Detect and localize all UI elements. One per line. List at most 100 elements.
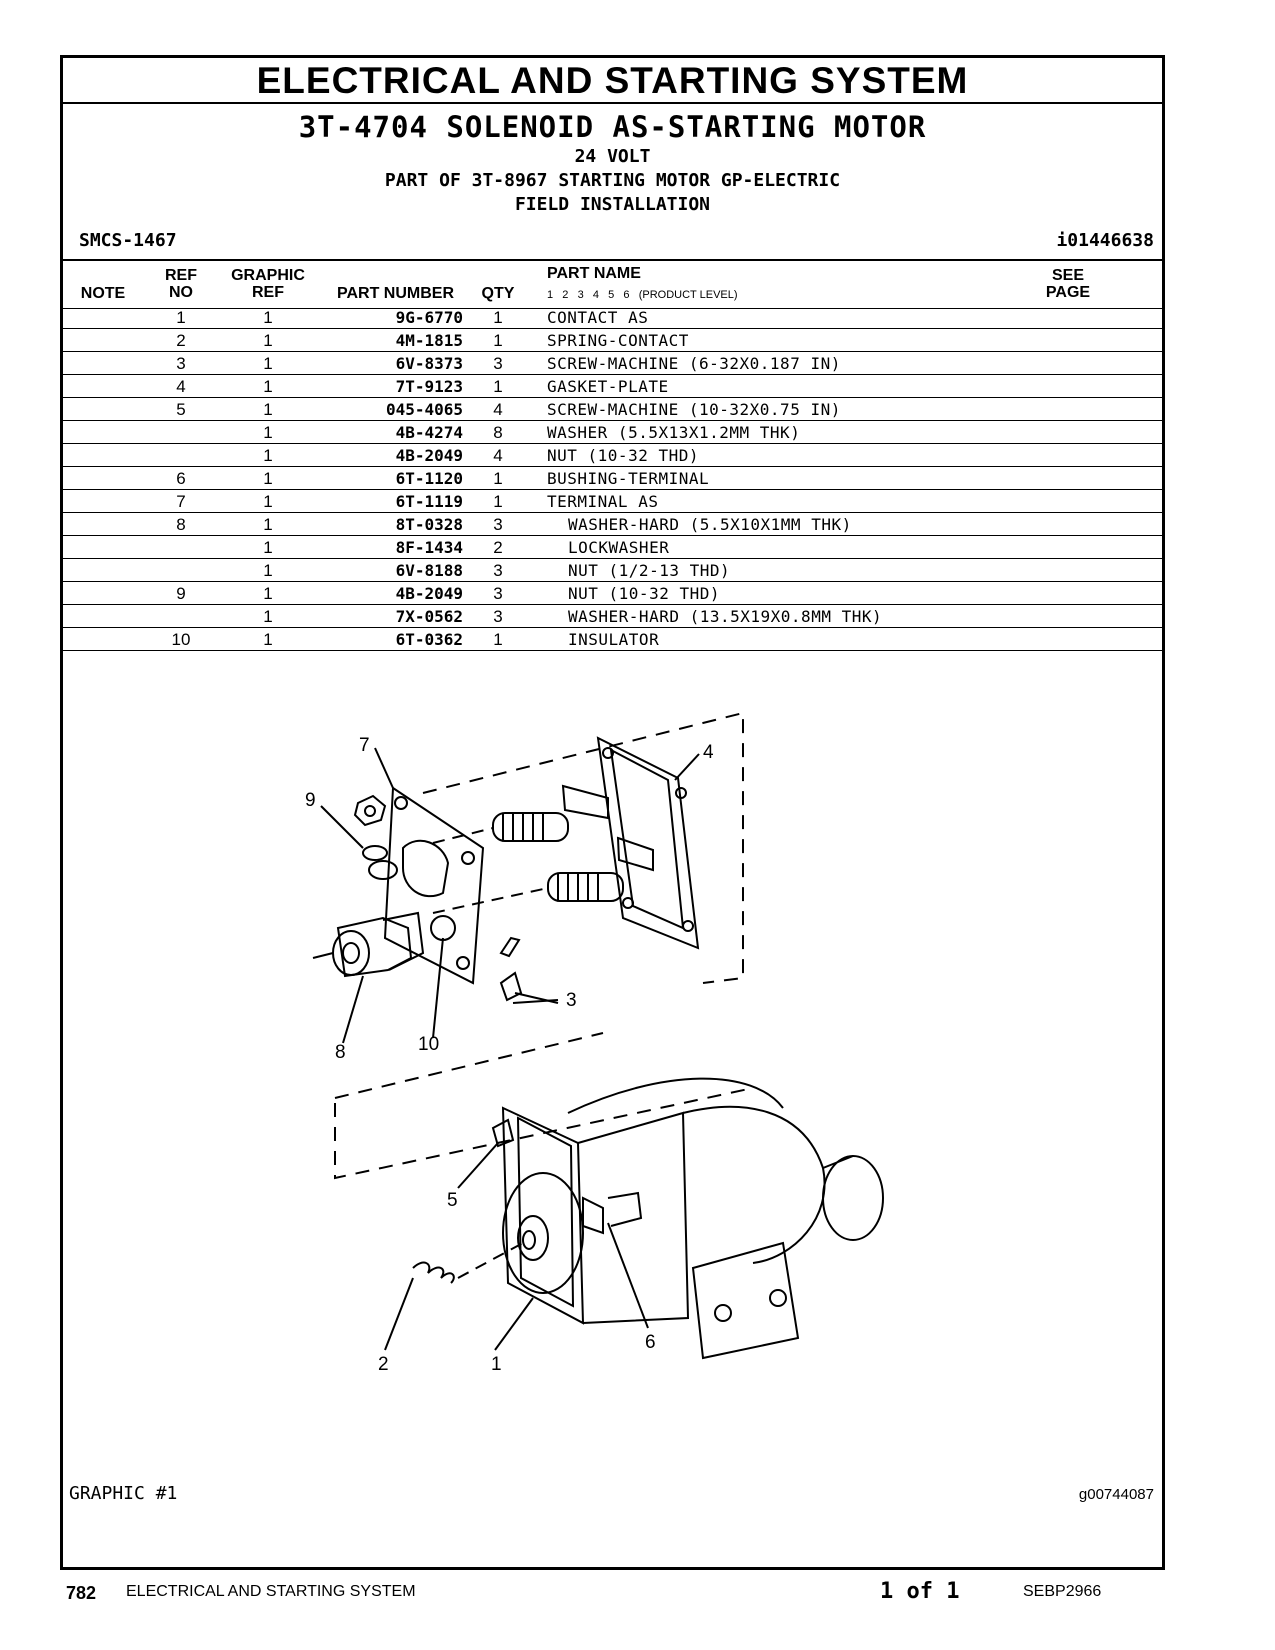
solenoid-body-part xyxy=(501,1077,884,1360)
part-name-cell: LOCKWASHER xyxy=(568,538,670,557)
assembly-guide-line xyxy=(334,1087,754,1180)
part-name-cell: SCREW-MACHINE (10-32X0.75 IN) xyxy=(547,400,841,419)
part-number-cell: 045-4065 xyxy=(385,400,463,419)
screw-part xyxy=(499,936,559,1004)
table-header: NOTE REF NO GRAPHIC REF PART NUMBER QTY … xyxy=(63,259,1162,309)
screw-part xyxy=(491,1118,515,1148)
terminal-plate-part xyxy=(383,786,485,985)
graphic-ref-cell: 1 xyxy=(263,492,273,511)
table-row: 4 1 7T-9123 1 GASKET-PLATE xyxy=(63,375,1162,398)
part-name-cell: TERMINAL AS xyxy=(547,492,659,511)
callout-label: 9 xyxy=(305,790,316,811)
page-number: 782 xyxy=(66,1583,97,1603)
ref-no-cell: 5 xyxy=(176,400,186,419)
part-number-cell: 6T-1119 xyxy=(395,492,463,511)
part-name-cell: CONTACT AS xyxy=(547,308,649,327)
qty-cell: 1 xyxy=(493,331,503,350)
col-graphic-ref-1: GRAPHIC xyxy=(231,267,305,284)
col-ref-no-2: NO xyxy=(169,284,193,301)
graphic-ref-cell: 1 xyxy=(263,584,273,603)
part-number-cell: 6T-0362 xyxy=(395,630,463,649)
graphic-label: GRAPHIC #1 xyxy=(69,1483,178,1504)
part-number-cell: 6V-8373 xyxy=(395,354,463,373)
part-name-cell: GASKET-PLATE xyxy=(547,377,669,396)
part-name-cell: SPRING-CONTACT xyxy=(547,331,689,350)
footer-section: ELECTRICAL AND STARTING SYSTEM xyxy=(126,1583,416,1600)
qty-cell: 4 xyxy=(493,400,503,419)
col-graphic-ref-2: REF xyxy=(252,284,284,301)
col-part-name: PART NAME xyxy=(547,265,641,282)
page-title: ELECTRICAL AND STARTING SYSTEM xyxy=(63,58,1162,104)
part-number-cell: 4B-4274 xyxy=(395,423,463,442)
part-name-cell: NUT (10-32 THD) xyxy=(568,584,720,603)
part-number-cell: 6T-1120 xyxy=(395,469,463,488)
graphic-ref-cell: 1 xyxy=(263,607,273,626)
qty-cell: 1 xyxy=(493,308,503,327)
table-row: 8 1 8T-0328 3 WASHER-HARD (5.5X10X1MM THK) xyxy=(63,513,1162,536)
qty-cell: 3 xyxy=(493,354,503,373)
qty-cell: 1 xyxy=(493,492,503,511)
voltage-line: 24 VOLT xyxy=(574,146,651,167)
ref-no-cell: 4 xyxy=(176,377,186,396)
col-see-page-2: PAGE xyxy=(1045,284,1091,301)
qty-cell: 3 xyxy=(493,515,503,534)
graphic-ref-cell: 1 xyxy=(263,400,273,419)
insulator-assembly-part xyxy=(312,911,425,978)
callout-label: 7 xyxy=(359,735,370,756)
part-number-cell: 9G-6770 xyxy=(395,308,463,327)
part-number-cell: 8T-0328 xyxy=(395,515,463,534)
ref-no-cell: 6 xyxy=(176,469,186,488)
part-number-cell: 6V-8188 xyxy=(395,561,463,580)
qty-cell: 1 xyxy=(493,377,503,396)
part-name-cell: WASHER-HARD (5.5X10X1MM THK) xyxy=(568,515,852,534)
qty-cell: 2 xyxy=(493,538,503,557)
graphic-id: g00744087 xyxy=(1078,1486,1154,1503)
part-number-cell: 4M-1815 xyxy=(395,331,463,350)
col-qty: QTY xyxy=(481,285,515,302)
assembly-guide-line xyxy=(422,711,744,984)
part-name-cell: NUT (1/2-13 THD) xyxy=(568,561,731,580)
part-name-cell: WASHER-HARD (13.5X19X0.8MM THK) xyxy=(568,607,883,626)
ref-no-cell: 2 xyxy=(176,331,186,350)
exploded-view-illustration: 7 9 4 3 8 10 5 2 1 6 xyxy=(305,711,884,1375)
graphic-ref-cell: 1 xyxy=(263,423,273,442)
graphic-ref-cell: 1 xyxy=(263,538,273,557)
ref-no-cell: 10 xyxy=(171,630,191,649)
graphic-ref-cell: 1 xyxy=(263,308,273,327)
part-name-cell: WASHER (5.5X13X1.2MM THK) xyxy=(547,423,801,442)
qty-cell: 4 xyxy=(493,446,503,465)
table-row: 5 1 045-4065 4 SCREW-MACHINE (10-32X0.75 IN) xyxy=(63,398,1162,421)
table-row: 1 1 9G-6770 1 CONTACT AS xyxy=(63,306,1162,329)
installation-line: FIELD INSTALLATION xyxy=(514,194,711,215)
graphic-ref-cell: 1 xyxy=(263,446,273,465)
graphic-ref-cell: 1 xyxy=(263,515,273,534)
qty-cell: 3 xyxy=(493,607,503,626)
part-name-cell: INSULATOR xyxy=(568,630,660,649)
callout-label: 6 xyxy=(645,1332,656,1353)
ref-no-cell: 1 xyxy=(176,308,186,327)
smcs-code: SMCS-1467 xyxy=(79,230,177,251)
part-number-cell: 7T-9123 xyxy=(395,377,463,396)
assembly-title: 3T-4704 SOLENOID AS-STARTING MOTOR xyxy=(298,110,927,144)
graphic-ref-cell: 1 xyxy=(263,561,273,580)
gasket-plate-part xyxy=(561,736,700,950)
callout-label: 2 xyxy=(378,1354,389,1375)
document-number: SEBP2966 xyxy=(1023,1583,1102,1600)
callout-label: 5 xyxy=(447,1190,458,1211)
part-of-line: PART OF 3T-8967 STARTING MOTOR GP-ELECTR… xyxy=(384,170,841,191)
part-name-cell: SCREW-MACHINE (6-32X0.187 IN) xyxy=(547,354,841,373)
graphic-ref-cell: 1 xyxy=(263,377,273,396)
ref-no-cell: 8 xyxy=(176,515,186,534)
graphic-ref-cell: 1 xyxy=(263,469,273,488)
nut-part xyxy=(353,794,398,880)
spring-part xyxy=(412,1242,524,1284)
